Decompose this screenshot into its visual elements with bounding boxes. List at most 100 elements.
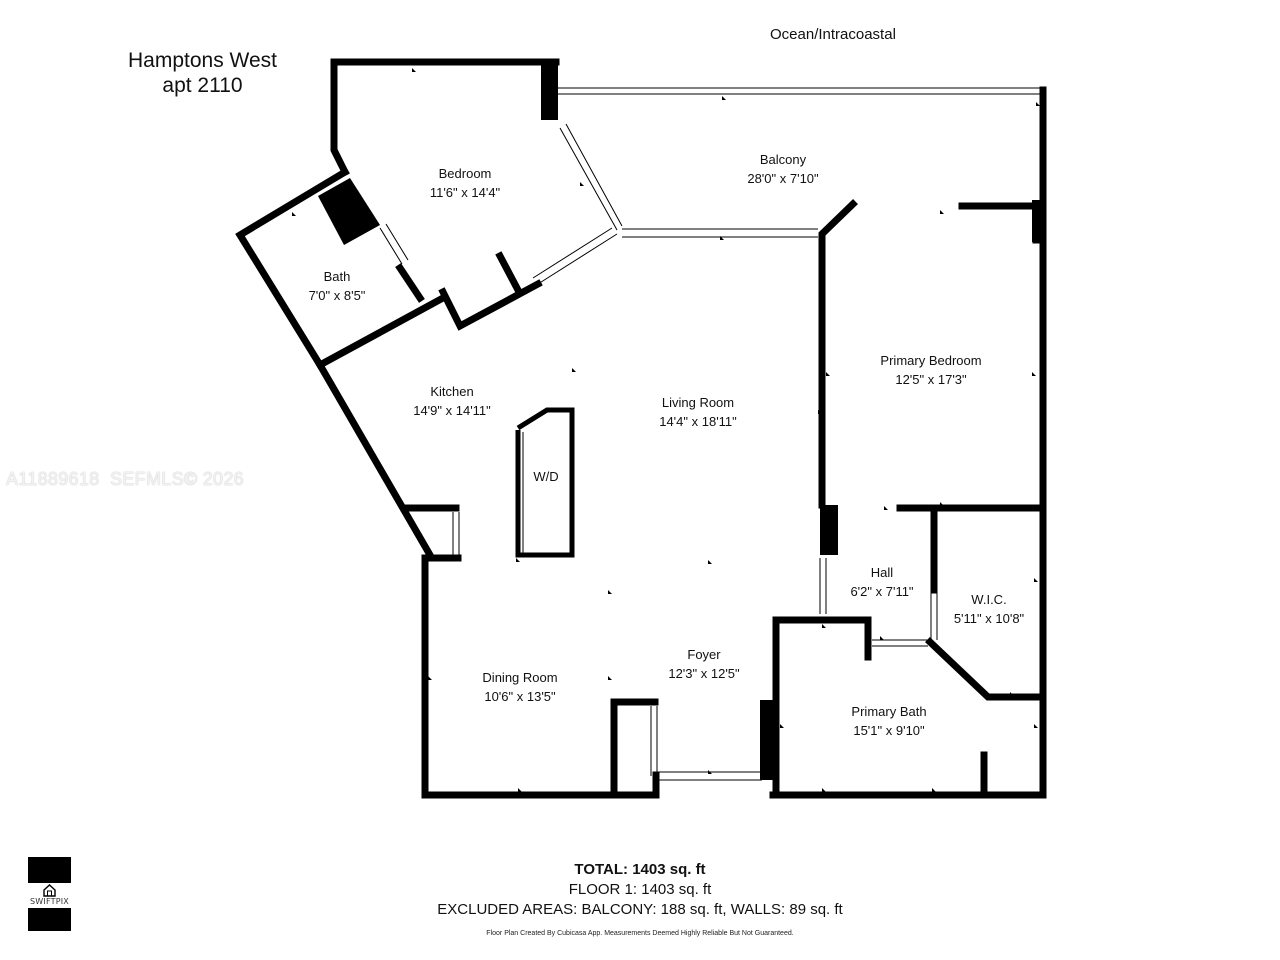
room-name: Bedroom [438,166,492,181]
room-living: Living Room 14'4" x 18'11" [659,393,737,431]
room-name: Balcony [759,152,807,167]
room-size: 12'3" x 12'5" [668,666,740,681]
window-bedroom-lower [532,227,618,285]
window-balcony-top [558,87,1040,95]
room-balcony: Balcony 28'0" x 7'10" [747,150,818,188]
window-living-balcony [622,228,818,238]
marker [720,236,724,240]
wall-closet-2 [495,251,523,295]
disclaimer: Floor Plan Created By Cubicasa App. Meas… [486,930,794,937]
room-name: Living Room [661,395,735,410]
room-size: 5'11" x 10'8" [953,611,1025,626]
marker [1032,372,1036,376]
home-icon [43,884,56,897]
room-primary-bedroom: Primary Bedroom 12'5" x 17'3" [880,351,981,389]
window-foyer-closet [650,706,658,776]
marker [428,676,432,680]
mls-watermark: A11889618 SEFMLS© 2026 [6,469,244,489]
logo-text: SWIFTPIX [30,897,69,906]
window-bedroom-diagonal [559,123,623,231]
marker [940,502,944,506]
room-hall: Hall 6'2" x 7'11" [850,563,913,601]
marker [884,506,888,510]
wall-primary-bedroom-north [958,202,1040,244]
room-size: 6'2" x 7'11" [850,584,914,599]
logo-bottom-block [28,908,71,931]
column-bedroom [541,60,558,120]
window-hall [819,558,827,614]
plan-title: Hamptons West apt 2110 [120,48,285,98]
marker [940,210,944,214]
column-balcony [1032,200,1044,242]
marker [932,788,936,792]
room-name: W.I.C. [971,592,1007,607]
room-name: W/D [533,469,559,484]
room-bath: Bath 7'0" x 8'5" [309,267,366,305]
wall-west-diagonal [315,360,435,560]
room-kitchen: Kitchen 14'9" x 14'11" [413,382,491,420]
unit-number: apt 2110 [162,74,243,97]
room-size: 7'0" x 8'5" [308,288,366,303]
window-wic [930,590,938,640]
room-size: 10'6" x 13'5" [484,689,556,704]
swiftpix-logo: SWIFTPIX [28,857,71,931]
marker [608,590,612,594]
room-wic: W.I.C. 5'11" x 10'8" [954,590,1024,628]
room-size: 12'5" x 17'3" [895,372,967,387]
excluded-areas: EXCLUDED AREAS: BALCONY: 188 sq. ft, WAL… [437,901,843,918]
marker [572,368,576,372]
total-area: TOTAL: 1403 sq. ft [574,861,706,878]
window-west [452,512,460,556]
room-size: 15'1" x 9'10" [853,723,925,738]
room-size: 14'9" x 14'11" [413,403,491,418]
wall-bedroom-north [330,58,560,177]
room-name: Bath [323,269,351,284]
marker [1034,724,1038,728]
marker [580,182,584,186]
marker [296,324,300,328]
room-size: 28'0" x 7'10" [747,171,819,186]
marker [1036,102,1040,106]
room-name: Foyer [687,647,721,662]
marker [1010,692,1014,696]
floor-area: FLOOR 1: 1403 sq. ft [568,881,712,898]
column-bath [318,178,380,245]
marker [1034,578,1038,582]
marker [880,636,884,640]
room-name: Dining Room [482,670,558,685]
marker [780,724,784,728]
wall-bath [235,167,448,370]
column-hall [820,505,838,555]
marker [822,624,826,628]
room-size: 14'4" x 18'11" [659,414,737,429]
marker [516,558,520,562]
marker [822,788,826,792]
marker [708,560,712,564]
window-wd [517,432,524,553]
room-name: Hall [870,565,894,580]
window-bath-wic [872,639,928,647]
logo-top-block [28,857,71,883]
column-foyer [760,700,778,780]
room-size: 11'6" x 14'4" [429,185,501,200]
room-primary-bath: Primary Bath 15'1" x 9'10" [851,702,926,740]
room-wd: W/D [533,467,558,486]
area-totals: TOTAL: 1403 sq. ft FLOOR 1: 1403 sq. ft … [390,860,890,920]
room-name: Primary Bath [851,704,927,719]
room-foyer: Foyer 12'3" x 12'5" [668,645,739,683]
wall-foyer-closet [610,698,659,799]
wall-closet [438,279,543,331]
room-dining: Dining Room 10'6" x 13'5" [482,668,557,706]
marker [518,788,522,792]
marker [412,68,416,72]
room-name: Primary Bedroom [880,353,982,368]
window-bath [379,223,409,265]
marker [608,676,612,680]
marker [826,372,830,376]
room-name: Kitchen [430,384,474,399]
room-bedroom: Bedroom 11'6" x 14'4" [430,164,500,202]
wall-primary-bedroom-west [818,199,858,509]
marker [292,212,296,216]
building-name: Hamptons West [128,49,277,72]
